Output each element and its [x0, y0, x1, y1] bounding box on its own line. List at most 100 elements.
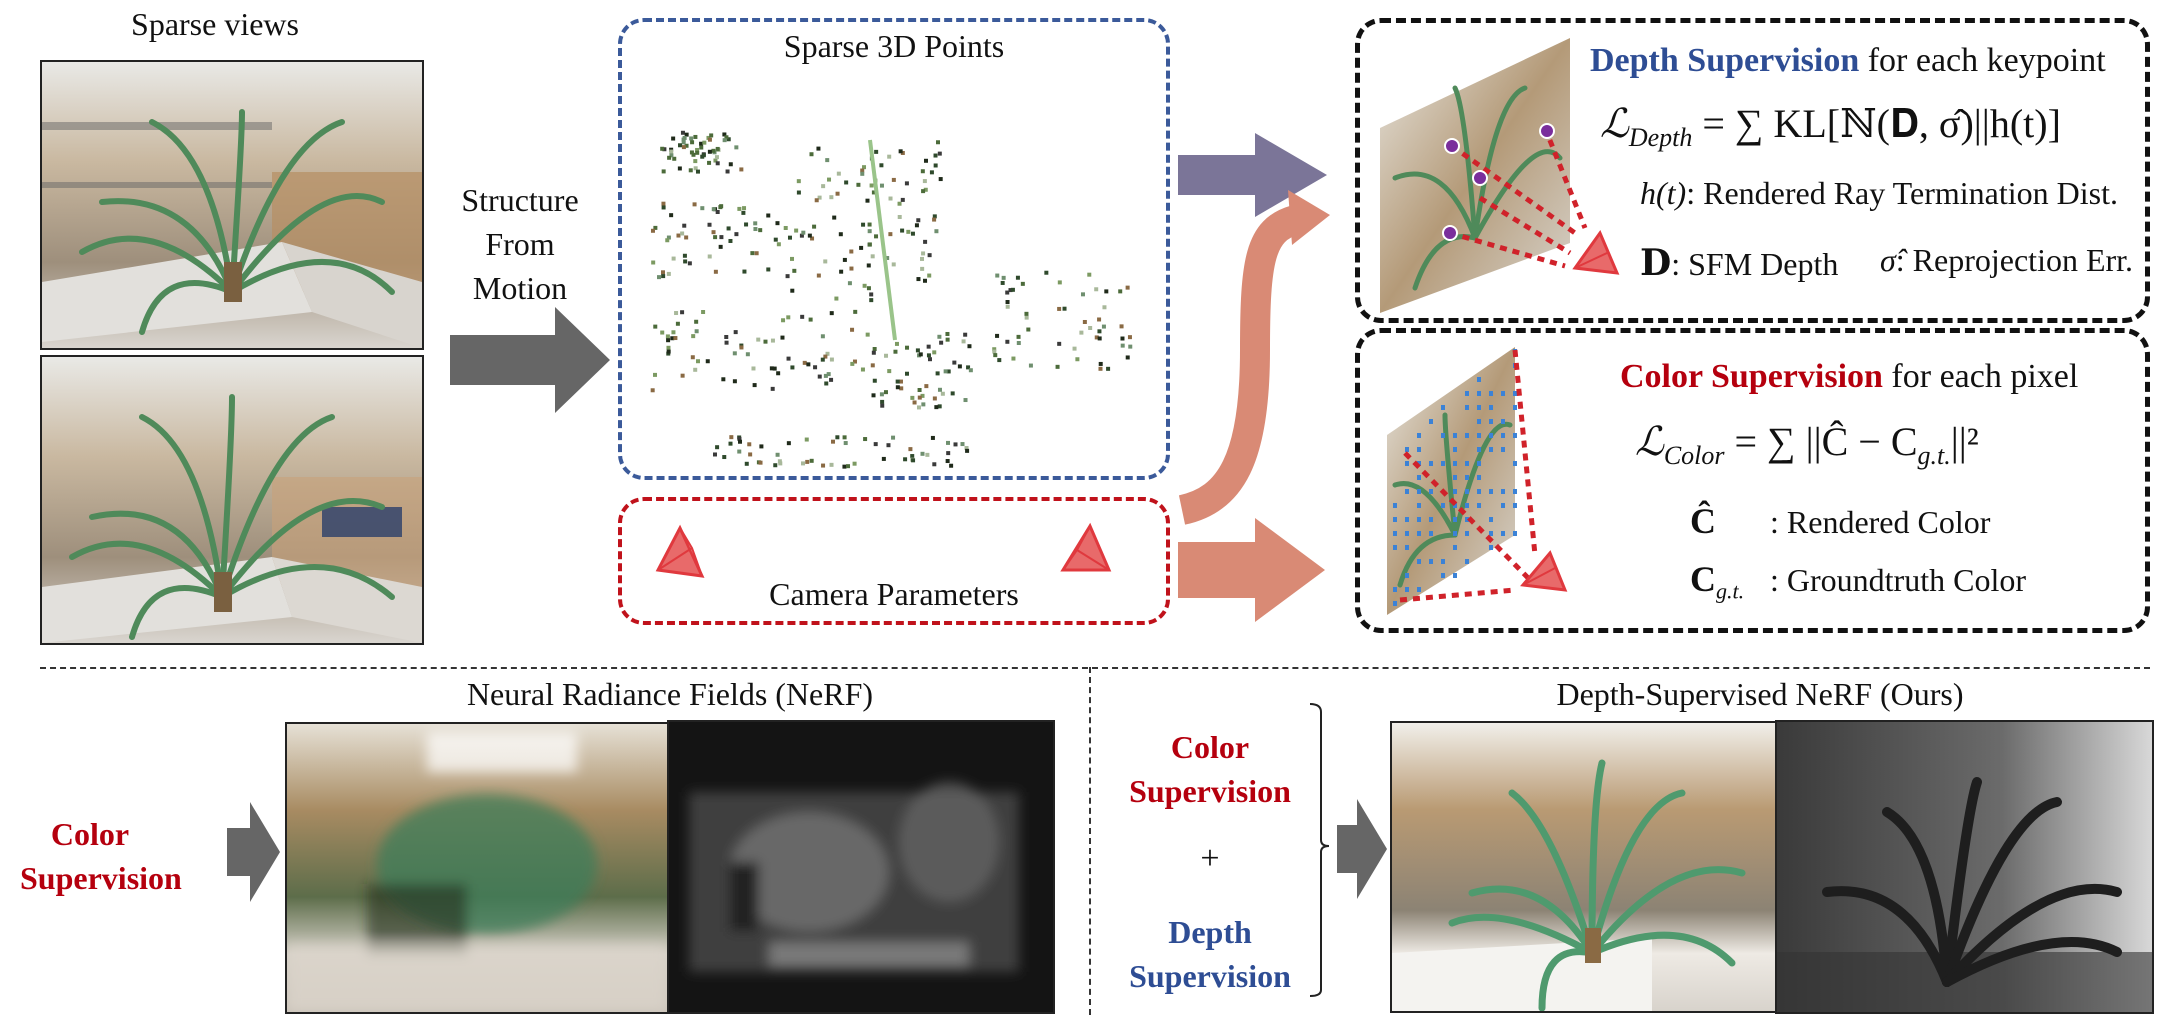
point	[751, 366, 756, 371]
dsnerf-color-line-2: Supervision	[1129, 773, 1291, 809]
point	[932, 214, 937, 219]
point	[993, 353, 998, 358]
point	[866, 286, 871, 291]
point	[693, 159, 698, 164]
point	[690, 140, 695, 145]
point	[867, 242, 872, 247]
pixel-sample	[1453, 433, 1457, 438]
point	[660, 330, 665, 335]
nerf-rgb-render	[285, 722, 669, 1014]
pixel-sample	[1393, 531, 1397, 536]
point	[810, 236, 815, 241]
point	[680, 373, 685, 378]
color-note-chat: Ĉ: Rendered Color	[1690, 500, 1990, 542]
point	[693, 134, 698, 139]
point	[923, 158, 928, 163]
color-heading-colored: Color Supervision	[1620, 358, 1883, 395]
pixel-sample	[1453, 573, 1457, 578]
point	[705, 359, 710, 364]
point	[917, 395, 922, 400]
point	[1098, 366, 1103, 371]
point	[817, 374, 822, 379]
pixel-samples	[1393, 349, 1517, 606]
dsnerf-title: Depth-Supervised NeRF (Ours)	[1556, 676, 1964, 712]
pixel-sample	[1477, 447, 1481, 452]
pixel-sample	[1465, 489, 1469, 494]
point	[773, 237, 778, 242]
point	[871, 350, 876, 355]
point	[693, 367, 698, 372]
right-brace-icon	[1309, 703, 1330, 997]
point	[718, 244, 723, 249]
point	[796, 190, 801, 195]
point	[684, 132, 689, 137]
point	[732, 379, 737, 384]
point	[939, 340, 944, 345]
point	[713, 235, 718, 240]
point	[1101, 324, 1106, 329]
point	[1008, 288, 1013, 293]
point	[794, 228, 799, 233]
point	[809, 458, 814, 463]
point	[1044, 270, 1049, 275]
point	[862, 283, 867, 288]
point	[1128, 344, 1133, 349]
point	[1024, 311, 1029, 316]
point	[713, 452, 718, 457]
point	[1097, 329, 1102, 334]
point	[825, 351, 830, 356]
point	[1005, 339, 1010, 344]
point	[922, 179, 927, 184]
point	[1005, 304, 1010, 309]
point	[894, 341, 899, 346]
pixel-sample	[1489, 545, 1493, 550]
pixel-sample	[1477, 503, 1481, 508]
camera-parameters-box	[618, 497, 1170, 625]
point	[676, 233, 681, 238]
point	[967, 344, 972, 349]
pixel-sample	[1489, 489, 1493, 494]
point	[945, 337, 950, 342]
point	[721, 377, 726, 382]
point	[775, 452, 780, 457]
point	[932, 462, 937, 467]
point	[650, 228, 655, 233]
pixel-sample	[1429, 419, 1433, 424]
depth-supervision-box	[1355, 18, 2150, 323]
curved-color-arrow-shaft	[1178, 205, 1300, 525]
point	[908, 447, 913, 452]
color-supervision-box	[1355, 328, 2150, 633]
point	[906, 229, 911, 234]
point	[707, 160, 712, 165]
point	[804, 437, 809, 442]
point	[880, 399, 885, 404]
pixel-sample	[1429, 461, 1433, 466]
sfm-arrow-icon	[450, 307, 610, 413]
point	[695, 147, 700, 152]
point	[695, 169, 700, 174]
point	[910, 395, 915, 400]
point	[684, 235, 689, 240]
point	[966, 365, 971, 370]
point	[829, 195, 834, 200]
point	[669, 149, 674, 154]
pixel-sample	[1405, 531, 1409, 536]
point	[887, 369, 892, 374]
point	[910, 454, 915, 459]
point	[1120, 336, 1125, 341]
point	[920, 256, 925, 261]
point	[1028, 363, 1033, 368]
point	[829, 377, 834, 382]
point	[995, 273, 1000, 278]
point	[917, 388, 922, 393]
point	[689, 136, 694, 141]
point	[781, 318, 786, 323]
point	[1125, 355, 1130, 360]
depth-supervision-illustration	[1380, 38, 1620, 313]
dsnerf-depth-input: Depth Supervision	[1105, 910, 1315, 998]
point	[879, 183, 884, 188]
pixel-sample	[1501, 489, 1505, 494]
pixel-sample	[1477, 377, 1481, 382]
point	[926, 344, 931, 349]
pixel-sample	[1501, 419, 1505, 424]
